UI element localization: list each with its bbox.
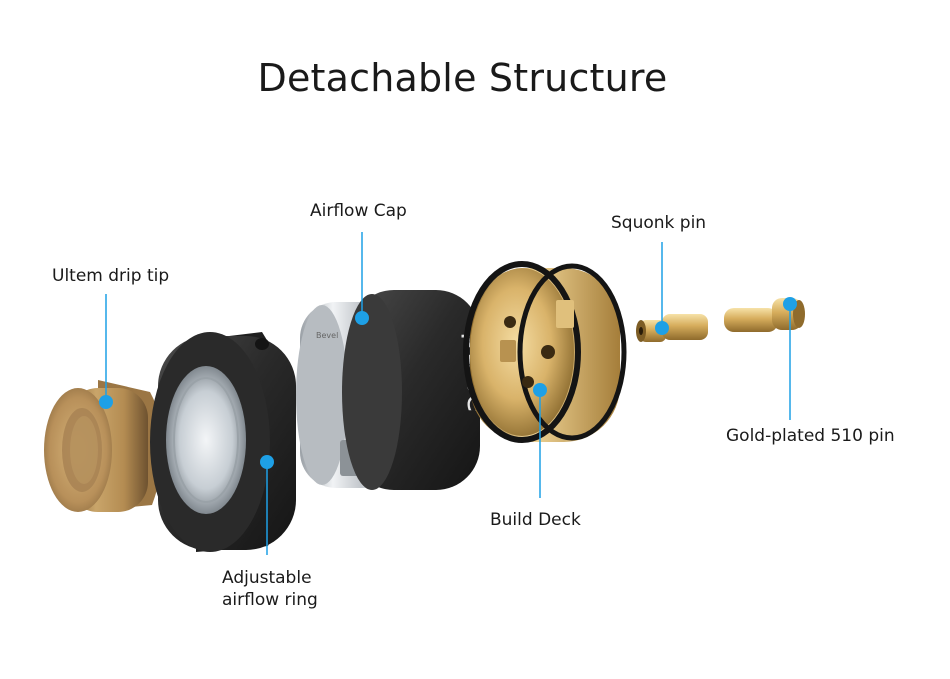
leader-dot-airflow-cap xyxy=(355,311,369,325)
leader-dot-drip-tip xyxy=(99,395,113,409)
squonk-pin-part xyxy=(636,314,708,342)
label-squonk-pin: Squonk pin xyxy=(611,213,707,233)
label-gold-pin: Gold-plated 510 pin xyxy=(726,426,895,446)
svg-text:Bevel: Bevel xyxy=(316,331,338,340)
label-drip-tip: Ultem drip tip xyxy=(52,266,170,286)
leader-dot-airflow-ring xyxy=(260,455,274,469)
label-airflow-ring: Adjustable airflow ring xyxy=(222,568,318,610)
leader-dot-gold-pin xyxy=(783,297,797,311)
ultem-drip-tip-part xyxy=(44,380,164,512)
leader-dot-build-deck xyxy=(533,383,547,397)
build-deck-part xyxy=(463,261,627,443)
adjustable-airflow-ring-part xyxy=(150,332,296,552)
leader-dot-squonk-pin xyxy=(655,321,669,335)
callout-leaders xyxy=(99,232,797,555)
label-airflow-cap: Airflow Cap xyxy=(310,201,407,221)
label-build-deck: Build Deck xyxy=(490,510,581,530)
page-title: Detachable Structure xyxy=(257,56,668,100)
